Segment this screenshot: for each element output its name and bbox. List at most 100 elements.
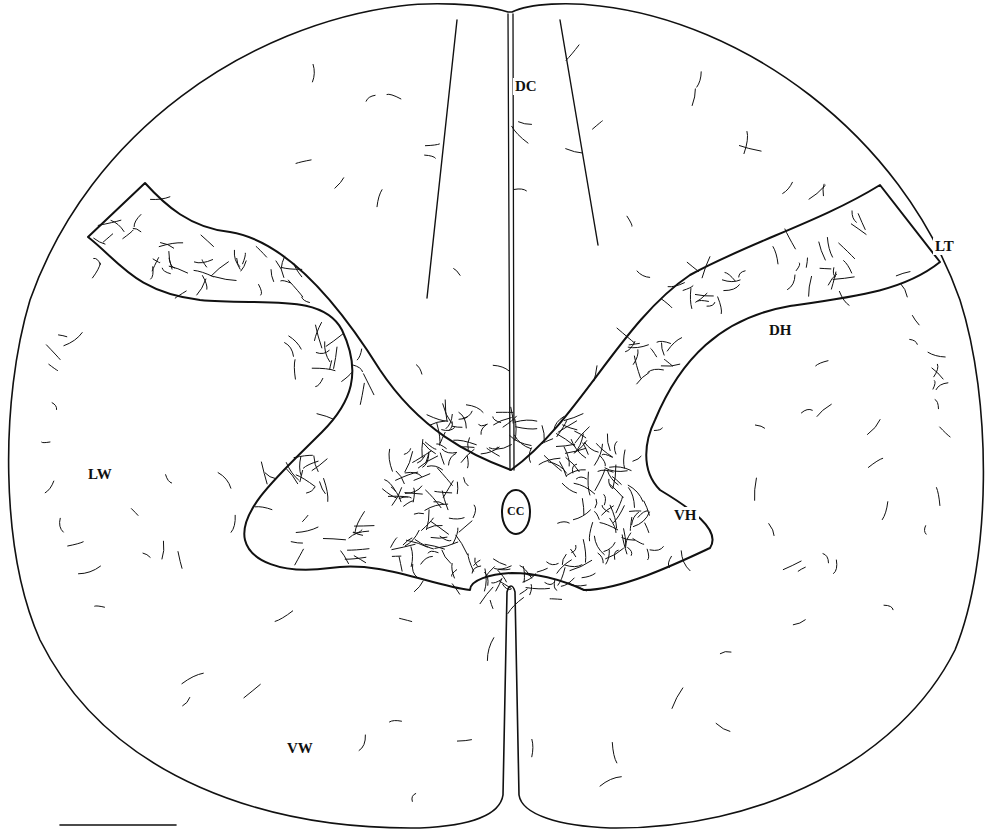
capillary (554, 580, 557, 590)
capillary (695, 295, 713, 297)
capillary (445, 400, 447, 421)
gray-matter-outline (88, 183, 940, 590)
blood-vessels (42, 45, 951, 802)
capillary (600, 456, 605, 466)
capillary (697, 72, 701, 87)
capillary (453, 528, 458, 544)
capillary (936, 383, 948, 390)
central-canal (502, 490, 530, 534)
capillary (300, 470, 303, 481)
capillary (567, 470, 586, 476)
capillary (430, 421, 445, 425)
capillary (341, 551, 349, 564)
capillary (390, 720, 402, 721)
capillary (481, 447, 499, 454)
capillary (265, 473, 275, 479)
capillary (285, 343, 294, 357)
capillary (614, 506, 625, 523)
capillary (93, 263, 101, 278)
capillary (661, 343, 664, 355)
capillary (276, 261, 284, 278)
capillary (627, 216, 632, 226)
capillary (940, 427, 950, 437)
capillary (211, 262, 228, 276)
capillary (405, 452, 413, 472)
scale-bar (60, 824, 176, 826)
capillary (427, 510, 430, 530)
capillary (434, 502, 444, 505)
capillary (427, 525, 442, 528)
capillary (42, 442, 50, 444)
capillary (79, 566, 101, 574)
capillary (392, 556, 401, 557)
capillary (629, 343, 639, 345)
capillary (316, 325, 322, 348)
capillary (335, 178, 344, 188)
canal-label: CC (507, 505, 524, 518)
capillary (457, 482, 459, 494)
capillary (788, 275, 796, 290)
capillary (823, 554, 829, 563)
capillary (275, 611, 293, 622)
capillary (313, 64, 315, 82)
capillary (360, 383, 364, 404)
capillary (291, 542, 302, 543)
capillary (560, 462, 567, 477)
capillary (399, 557, 402, 571)
capillary (755, 425, 764, 428)
capillary (359, 735, 365, 751)
capillary (634, 356, 640, 378)
capillary (882, 502, 888, 520)
capillary (622, 538, 635, 541)
capillary (468, 554, 474, 571)
capillary (754, 478, 756, 500)
capillary (490, 600, 493, 608)
capillary (637, 373, 649, 384)
capillary (214, 277, 237, 281)
capillary (667, 338, 681, 351)
capillary (396, 472, 418, 480)
capillary (425, 504, 448, 510)
capillary (801, 409, 812, 413)
capillary (123, 230, 133, 239)
capillary (628, 485, 643, 501)
capillary (435, 542, 458, 548)
capillary (773, 247, 778, 264)
capillary (495, 566, 512, 569)
capillary (896, 272, 910, 276)
capillary (542, 439, 552, 444)
capillary (520, 566, 532, 579)
capillary (294, 455, 312, 457)
capillary (514, 189, 526, 191)
capillary (827, 238, 832, 258)
capillary (744, 132, 748, 154)
capillary (654, 428, 662, 431)
intermediate-septum (427, 20, 457, 298)
capillary (405, 493, 422, 495)
capillary (421, 440, 423, 458)
capillary (182, 673, 203, 684)
capillary (342, 373, 352, 382)
capillary (561, 578, 574, 586)
capillary (683, 286, 693, 291)
capillary (259, 285, 262, 296)
capillary (366, 95, 375, 101)
dorsal-septum (508, 14, 510, 470)
capillary (651, 349, 657, 357)
capillary (282, 268, 302, 270)
capillary (595, 444, 603, 465)
capillary (392, 544, 415, 549)
capillary (454, 269, 460, 276)
capillary (520, 589, 527, 594)
capillary (255, 507, 272, 510)
capillary (481, 425, 487, 435)
capillary (440, 453, 444, 464)
capillary (602, 506, 614, 515)
capillary (582, 573, 595, 577)
capillary (287, 469, 298, 484)
capillary (442, 428, 455, 431)
capillary (68, 542, 84, 546)
capillary (910, 339, 918, 344)
capillary (425, 144, 439, 146)
capillary (437, 444, 447, 449)
